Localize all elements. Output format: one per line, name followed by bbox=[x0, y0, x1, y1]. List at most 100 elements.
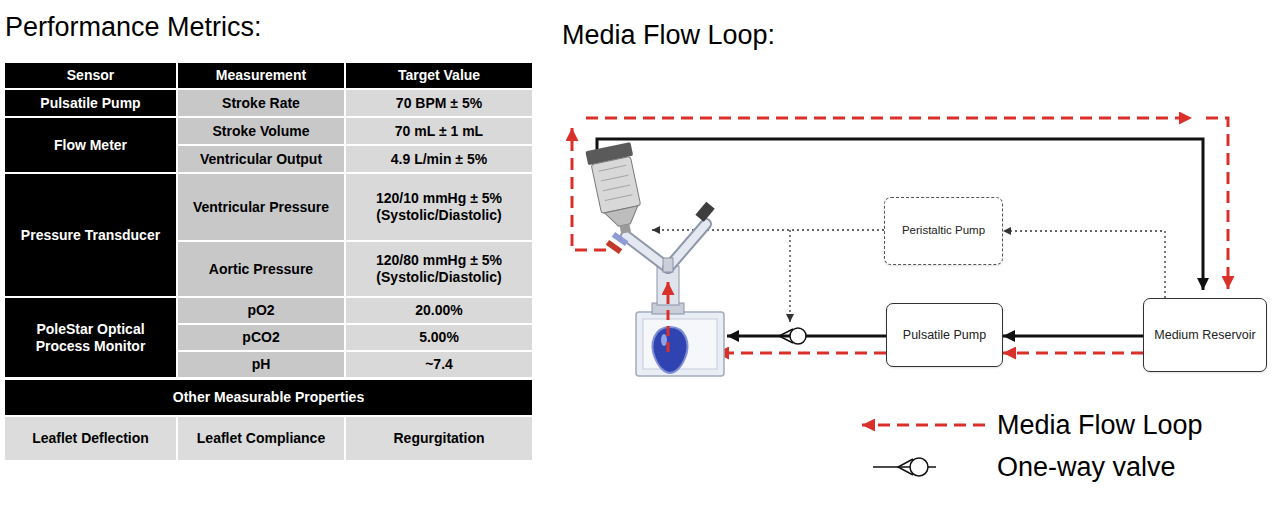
table-cell: Ventricular Pressure bbox=[178, 174, 344, 240]
table-cell: 120/10 mmHg ± 5% (Systolic/Diastolic) bbox=[346, 174, 532, 240]
table-cell: PoleStar Optical Process Monitor bbox=[5, 298, 176, 377]
cell-text: 120/10 mmHg ± 5% (Systolic/Diastolic) bbox=[351, 190, 527, 224]
table-cell: Pressure Transducer bbox=[5, 174, 176, 296]
table-cell: pCO2 bbox=[178, 325, 344, 350]
node-label: Pulsatile Pump bbox=[903, 328, 986, 343]
connector-tube bbox=[668, 224, 706, 268]
legend-entry: Media Flow Loop bbox=[997, 408, 1203, 442]
cell-text: 70 mL ± 1 mL bbox=[395, 123, 483, 140]
cell-text: Pressure Transducer bbox=[21, 227, 160, 244]
bottle-marking bbox=[605, 195, 632, 201]
peristaltic-line bbox=[1003, 231, 1165, 298]
node-label: Medium Reservoir bbox=[1154, 328, 1255, 343]
legend-entry: One-way valve bbox=[997, 450, 1176, 484]
bottle-marking bbox=[601, 175, 628, 181]
port-cap bbox=[695, 202, 714, 222]
bottle-marking bbox=[603, 185, 630, 191]
cell-text: pH bbox=[252, 356, 271, 373]
cell-text: 20.00% bbox=[415, 302, 462, 319]
connector-hub bbox=[663, 258, 673, 272]
table-cell: 70 mL ± 1 mL bbox=[346, 118, 532, 144]
legend-text: One-way valve bbox=[997, 452, 1176, 482]
cell-text: Aortic Pressure bbox=[209, 261, 313, 278]
media-flow-line bbox=[667, 282, 670, 352]
pump-box: Peristaltic Pump bbox=[884, 197, 1003, 265]
table-cell: 20.00% bbox=[346, 298, 532, 323]
table-cell: Stroke Rate bbox=[178, 90, 344, 116]
connector-tube bbox=[626, 236, 668, 268]
table-cell: Leaflet Deflection bbox=[5, 417, 176, 460]
table-cell: Target Value bbox=[346, 63, 532, 88]
table-cell: 70 BPM ± 5% bbox=[346, 90, 532, 116]
table-cell: ~7.4 bbox=[346, 352, 532, 377]
legend-sample-line bbox=[862, 424, 985, 427]
heading-text: Media Flow Loop: bbox=[562, 20, 775, 50]
peristaltic-line bbox=[652, 229, 884, 230]
table-cell: Stroke Volume bbox=[178, 118, 344, 144]
table-cell: Aortic Pressure bbox=[178, 242, 344, 296]
supply-line bbox=[1003, 335, 1143, 338]
cell-text: Ventricular Pressure bbox=[193, 199, 329, 216]
heart-valve bbox=[653, 327, 688, 373]
bottle-funnel bbox=[605, 206, 642, 229]
media-flow-line bbox=[1003, 352, 1143, 355]
chamber-housing bbox=[636, 312, 724, 376]
cell-text: Stroke Volume bbox=[213, 123, 310, 140]
port-fitting bbox=[612, 232, 629, 246]
table-cell: 5.00% bbox=[346, 325, 532, 350]
cell-text: PoleStar Optical Process Monitor bbox=[10, 321, 171, 355]
cell-text: Regurgitation bbox=[394, 430, 485, 447]
section-heading: Media Flow Loop: bbox=[562, 19, 775, 51]
legend-valve-symbol bbox=[910, 458, 928, 476]
legend-valve-symbol bbox=[898, 459, 913, 475]
return-line bbox=[597, 139, 1203, 290]
pump-box: Pulsatile Pump bbox=[886, 303, 1003, 367]
table-cell: pO2 bbox=[178, 298, 344, 323]
cell-text: Stroke Rate bbox=[222, 95, 300, 112]
bottle-marking bbox=[599, 165, 626, 171]
cell-text: Measurement bbox=[216, 67, 306, 84]
connector-tube bbox=[668, 224, 706, 268]
heart-valve-highlight bbox=[661, 334, 667, 346]
table-cell: Sensor bbox=[5, 63, 176, 88]
cell-text: 120/80 mmHg ± 5% (Systolic/Diastolic) bbox=[351, 252, 527, 286]
connector-tube bbox=[626, 236, 668, 268]
cell-text: pO2 bbox=[247, 302, 274, 319]
cell-text: Other Measurable Properties bbox=[173, 389, 364, 406]
cell-text: 70 BPM ± 5% bbox=[396, 95, 482, 112]
cell-text: 4.9 L/min ± 5% bbox=[391, 151, 487, 168]
reservoir-box: Medium Reservoir bbox=[1143, 298, 1267, 372]
table-cell: Leaflet Compliance bbox=[178, 417, 344, 460]
bottle-body bbox=[591, 156, 641, 213]
media-flow-line bbox=[1206, 118, 1228, 289]
table-cell: Flow Meter bbox=[5, 118, 176, 172]
table-cell: pH bbox=[178, 352, 344, 377]
table-cell: 4.9 L/min ± 5% bbox=[346, 146, 532, 172]
table-cell: Ventricular Output bbox=[178, 146, 344, 172]
cell-text: ~7.4 bbox=[425, 356, 453, 373]
media-flow-line bbox=[586, 117, 1192, 120]
peristaltic-line bbox=[789, 230, 790, 322]
media-flow-line bbox=[716, 352, 886, 355]
table-cell: Pulsatile Pump bbox=[5, 90, 176, 116]
section-heading: Performance Metrics: bbox=[5, 11, 262, 43]
valve-symbol bbox=[790, 328, 806, 344]
node-label: Peristaltic Pump bbox=[902, 224, 985, 238]
legend-text: Media Flow Loop bbox=[997, 410, 1203, 440]
table-cell: 120/80 mmHg ± 5% (Systolic/Diastolic) bbox=[346, 242, 532, 296]
cell-text: pCO2 bbox=[242, 329, 279, 346]
cell-text: Ventricular Output bbox=[200, 151, 322, 168]
valve-symbol bbox=[779, 329, 793, 343]
table-cell: Measurement bbox=[178, 63, 344, 88]
cell-text: Target Value bbox=[398, 67, 480, 84]
cell-text: Sensor bbox=[67, 67, 114, 84]
bottle-nozzle bbox=[620, 224, 631, 234]
table-cell: Regurgitation bbox=[346, 417, 532, 460]
cell-text: Pulsatile Pump bbox=[40, 95, 140, 112]
cell-text: Flow Meter bbox=[54, 137, 127, 154]
heading-text: Performance Metrics: bbox=[5, 12, 262, 42]
cell-text: Leaflet Compliance bbox=[197, 430, 325, 447]
table-cell: Other Measurable Properties bbox=[5, 380, 532, 415]
cell-text: 5.00% bbox=[419, 329, 459, 346]
cell-text: Leaflet Deflection bbox=[32, 430, 149, 447]
